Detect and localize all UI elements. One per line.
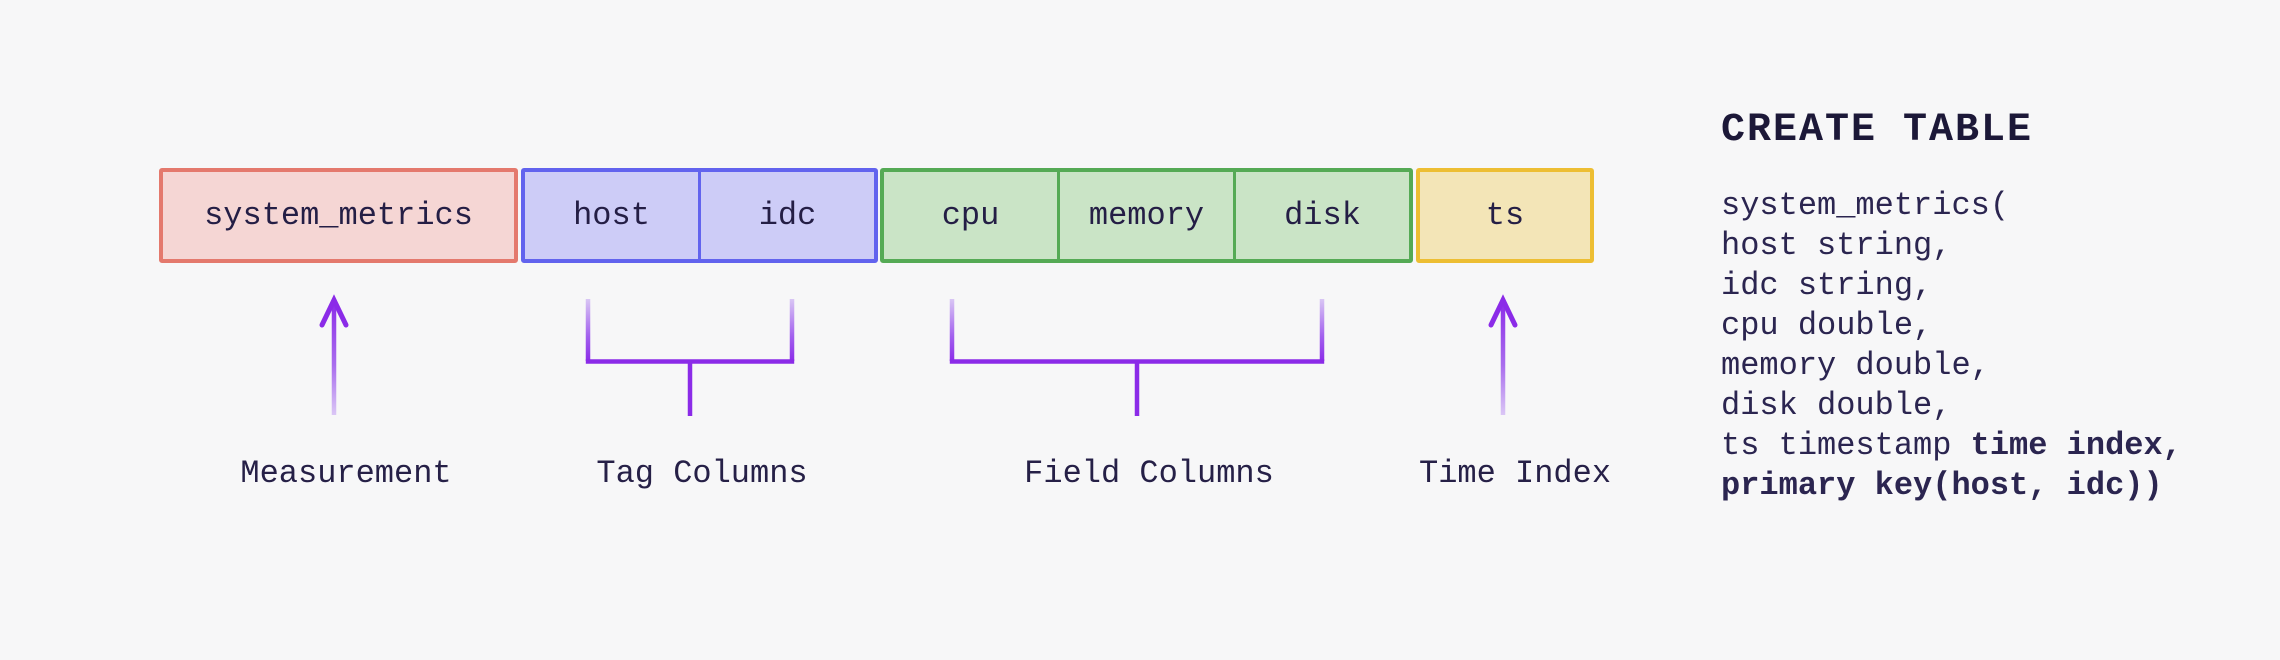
code-segment-bold: primary key(host, idc)) [1721, 467, 2163, 504]
time-index-arrow-up-icon [1488, 294, 1518, 415]
code-segment: host string, [1721, 227, 1952, 264]
sql-line-disk: disk double, [1721, 386, 2182, 426]
sql-line-host: host string, [1721, 226, 2182, 266]
measurement-group: system_metrics [159, 168, 518, 263]
code-segment-bold: time index, [1970, 427, 2182, 464]
label-field-columns: Field Columns [1024, 455, 1274, 492]
code-segment: memory double, [1721, 347, 1990, 384]
sql-code-block: system_metrics( host string, idc string,… [1721, 186, 2182, 506]
code-segment: ts timestamp [1721, 427, 1971, 464]
cell-system-metrics: system_metrics [204, 197, 473, 234]
code-segment: system_metrics( [1721, 187, 2010, 224]
code-segment: disk double, [1721, 387, 1952, 424]
field-columns-bracket-icon [949, 299, 1325, 416]
label-tag-columns: Tag Columns [596, 455, 808, 492]
sql-line-idc: idc string, [1721, 266, 2182, 306]
sql-line-memory: memory double, [1721, 346, 2182, 386]
label-measurement: Measurement [240, 455, 452, 492]
measurement-arrow-up-icon [319, 294, 349, 415]
tag-columns-group: host idc [521, 168, 878, 263]
label-time-index: Time Index [1418, 455, 1612, 492]
cell-cpu: cpu [941, 197, 1000, 234]
sql-line-primary-key: primary key(host, idc)) [1721, 466, 2182, 506]
sql-panel: CREATE TABLE system_metrics( host string… [1721, 108, 2182, 506]
time-index-group: ts [1416, 168, 1594, 263]
cell-ts: ts [1485, 197, 1525, 234]
code-segment: cpu double, [1721, 307, 1933, 344]
sql-line-table-name: system_metrics( [1721, 186, 2182, 226]
tag-columns-bracket-icon [585, 299, 795, 416]
code-segment: idc string, [1721, 267, 1933, 304]
sql-line-cpu: cpu double, [1721, 306, 2182, 346]
cell-idc: idc [698, 172, 874, 259]
sql-line-ts: ts timestamp time index, [1721, 426, 2182, 466]
sql-heading: CREATE TABLE [1721, 108, 2034, 153]
cell-host: host [573, 197, 650, 234]
cell-memory: memory [1057, 172, 1233, 259]
field-columns-group: cpu memory disk [880, 168, 1413, 263]
cell-disk: disk [1233, 172, 1409, 259]
